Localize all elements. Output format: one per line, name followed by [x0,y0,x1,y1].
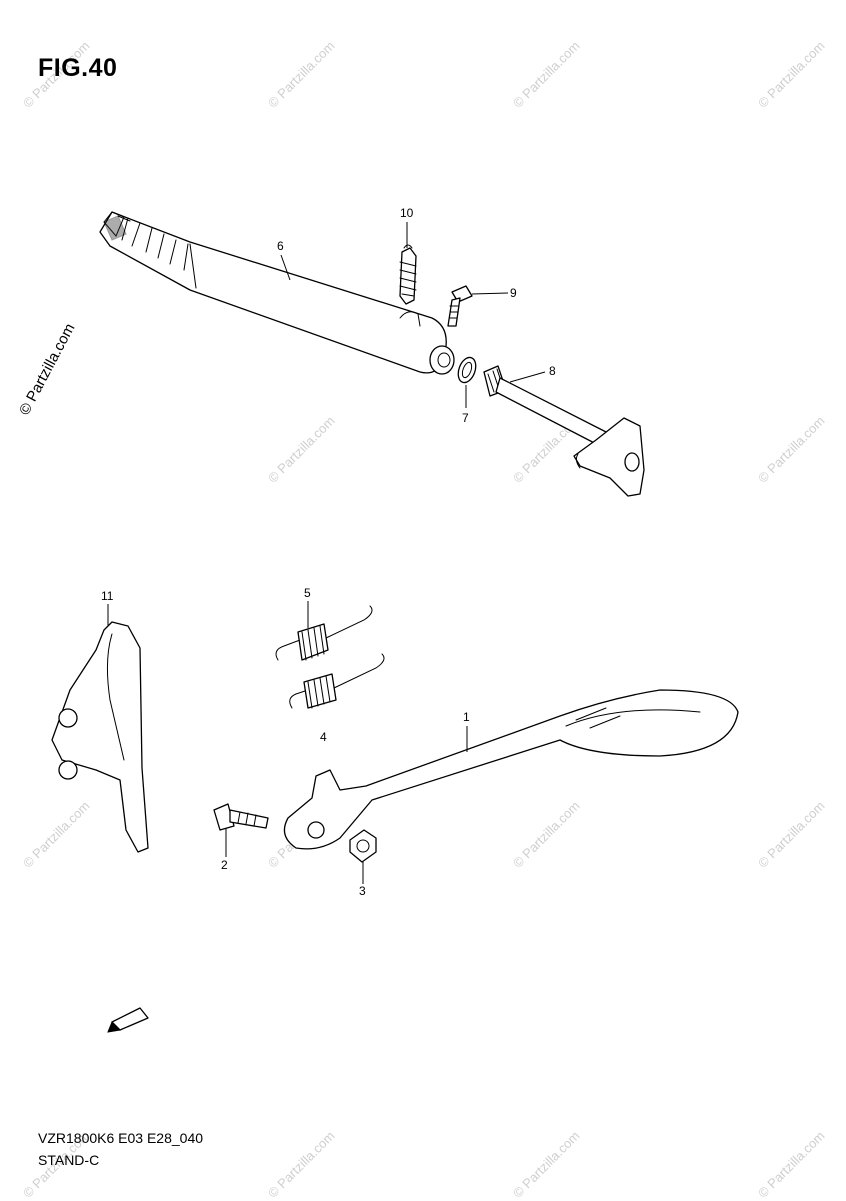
part-4-spring[interactable] [289,653,385,709]
callout-10[interactable]: 10 [400,206,414,220]
part-11-bracket[interactable] [51,621,149,853]
callout-1[interactable]: 1 [463,710,470,724]
part-5-spring[interactable] [275,605,373,661]
figure-title: FIG.40 [38,54,118,82]
part-2-bolt[interactable] [213,803,269,831]
part-8-shaft[interactable] [483,365,645,497]
callout-4[interactable]: 4 [320,730,327,744]
part-6-arm[interactable] [99,211,455,375]
leader-lines [107,222,546,884]
callout-7[interactable]: 7 [462,411,469,425]
part-3-nut[interactable] [349,829,377,863]
callout-2[interactable]: 2 [221,858,228,872]
part-9-bolt[interactable] [447,285,473,327]
callout-11[interactable]: 11 [101,589,114,603]
section-name: STAND-C [38,1152,100,1168]
forward-direction-badge: FWD [107,1007,149,1033]
callout-3[interactable]: 3 [359,884,366,898]
callout-6[interactable]: 6 [277,239,284,253]
part-1-side-stand[interactable] [283,689,739,850]
callout-8[interactable]: 8 [549,364,556,378]
callout-9[interactable]: 9 [510,286,517,300]
model-code: VZR1800K6 E03 E28_040 [38,1130,204,1146]
callout-5[interactable]: 5 [304,586,311,600]
part-7-washer[interactable] [455,355,479,385]
part-10-spring[interactable] [399,244,417,305]
